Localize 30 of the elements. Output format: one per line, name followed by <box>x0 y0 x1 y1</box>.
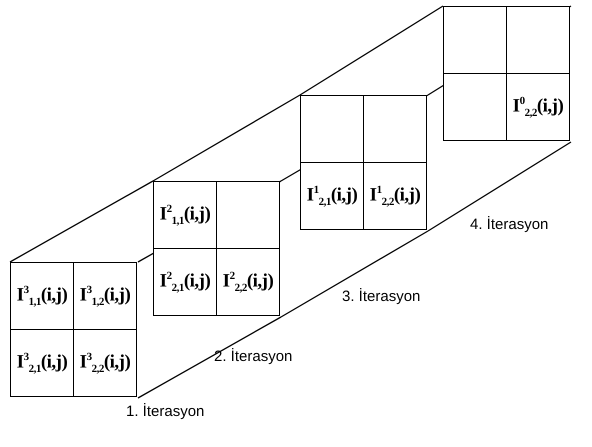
matrix-cell <box>216 248 280 316</box>
pixel-formula: I$^{2}$$_{2,1}$(i,j) <box>160 270 210 294</box>
iteration-label: 4. İterasyon <box>470 216 548 233</box>
pixel-formula: I$^{0}$$_{2,2}$(i,j) <box>512 94 564 120</box>
matrix-cell <box>216 181 280 249</box>
pixel-formula: I$^{3}$$_{2,1}$(i,j) <box>16 350 68 376</box>
matrix-cell <box>73 329 137 397</box>
matrix-cell <box>363 162 427 230</box>
pixel-formula: I$^{1}$$_{2,2}$(i,j) <box>370 184 420 208</box>
iteration-label: 1. İterasyon <box>126 403 204 420</box>
matrix-cell <box>153 248 217 316</box>
pixel-formula: I$^{1}$$_{2,1}$(i,j) <box>306 184 358 208</box>
matrix-cell <box>300 162 364 230</box>
matrix-cell <box>300 95 364 163</box>
matrix-cell <box>506 73 570 141</box>
matrix-cell <box>73 262 137 330</box>
matrix-cell <box>153 181 217 249</box>
iteration-label: 2. İterasyon <box>214 348 292 365</box>
pixel-formula: I$^{3}$$_{2,2}$(i,j) <box>80 350 130 376</box>
matrix-cell <box>10 262 74 330</box>
pixel-formula: I$^{2}$$_{2,2}$(i,j) <box>222 270 274 294</box>
matrix-cell <box>10 329 74 397</box>
matrix-cell <box>443 73 507 141</box>
matrix-cell <box>443 6 507 74</box>
matrix-cell <box>506 6 570 74</box>
iteration-label: 3. İterasyon <box>342 288 420 305</box>
pixel-formula: I$^{2}$$_{1,1}$(i,j) <box>160 202 210 228</box>
pixel-formula: I$^{3}$$_{1,1}$(i,j) <box>16 284 68 308</box>
matrix-cell <box>363 95 427 163</box>
pixel-formula: I$^{3}$$_{1,2}$(i,j) <box>80 284 130 308</box>
